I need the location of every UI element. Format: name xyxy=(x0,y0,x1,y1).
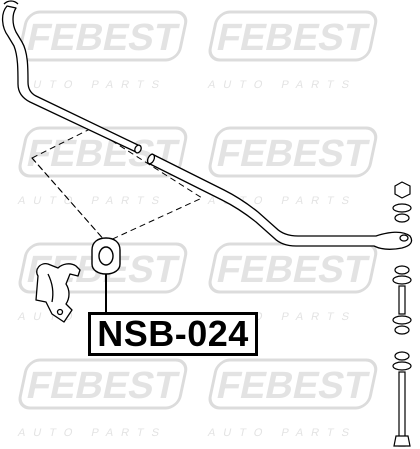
svg-text:FEBEST: FEBEST xyxy=(23,364,182,407)
svg-text:FEBEST: FEBEST xyxy=(213,16,372,59)
svg-text:AUTO PARTS: AUTO PARTS xyxy=(17,79,169,91)
callout-dashed-lines xyxy=(31,127,204,243)
watermark-7: FEBEST AUTO PARTS xyxy=(17,358,188,439)
watermark-2: FEBEST AUTO PARTS xyxy=(207,10,378,91)
watermark-4: FEBEST AUTO PARTS xyxy=(207,126,378,207)
svg-text:FEBEST: FEBEST xyxy=(23,16,182,59)
bushing xyxy=(91,237,121,312)
svg-text:AUTO PARTS: AUTO PARTS xyxy=(207,195,359,207)
link-stack xyxy=(392,181,412,447)
stabilizer-bar-left xyxy=(1,0,142,154)
bushing-bracket xyxy=(35,263,81,323)
svg-text:FEBEST: FEBEST xyxy=(213,248,372,291)
svg-text:AUTO PARTS: AUTO PARTS xyxy=(17,195,169,207)
watermark-8: FEBEST AUTO PARTS xyxy=(207,358,378,439)
svg-text:AUTO PARTS: AUTO PARTS xyxy=(17,427,169,439)
stabilizer-bar-right xyxy=(146,153,413,250)
svg-text:FEBEST: FEBEST xyxy=(213,364,372,407)
part-number-text: NSB-024 xyxy=(97,313,249,354)
svg-text:AUTO PARTS: AUTO PARTS xyxy=(207,79,359,91)
svg-text:FEBEST: FEBEST xyxy=(213,132,372,175)
svg-text:AUTO PARTS: AUTO PARTS xyxy=(207,311,359,323)
watermark-3: FEBEST AUTO PARTS xyxy=(17,126,188,207)
febest-watermarks: FEBEST AUTO PARTS FEBEST AUTO PARTS FEBE… xyxy=(17,10,378,439)
svg-text:AUTO PARTS: AUTO PARTS xyxy=(207,427,359,439)
watermark-1: FEBEST AUTO PARTS xyxy=(17,10,188,91)
svg-text:FEBEST: FEBEST xyxy=(23,132,182,175)
part-number-label: NSB-024 xyxy=(88,312,258,356)
